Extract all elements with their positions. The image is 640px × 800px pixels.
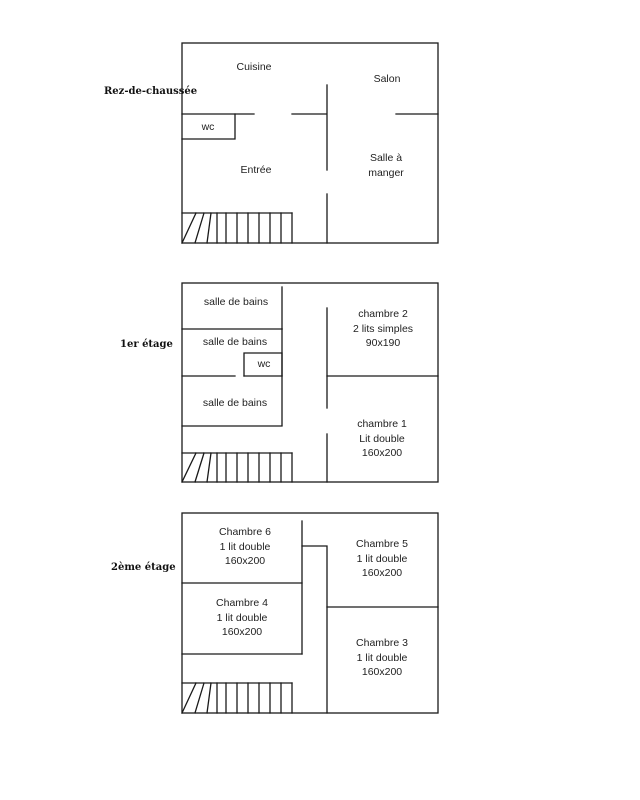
room-name-line-2: manger <box>368 166 404 179</box>
room-name: salle de bains <box>202 336 268 348</box>
room-name: salle de bains <box>203 296 269 308</box>
room-bedroom-6: Chambre 6 1 lit double 160x200 <box>219 525 271 569</box>
room-name: Chambre 6 <box>219 526 271 538</box>
wc-box <box>181 113 236 140</box>
room-living: Salon <box>374 72 401 87</box>
second-floor-outline <box>181 512 439 714</box>
floor-label-ground: Rez-de-chaussée <box>104 86 198 97</box>
room-bed-size: 90x190 <box>365 337 401 349</box>
first-floor-stairs <box>181 452 293 483</box>
room-name-line-1: Salle à <box>369 152 403 164</box>
room-bathroom-1: salle de bains <box>204 295 268 310</box>
floor-label-first: 1er étage <box>120 339 173 350</box>
room-name: Salon <box>373 73 401 85</box>
room-beds: 1 lit double <box>356 651 408 664</box>
ground-floor-stairs <box>181 212 293 244</box>
room-bed-size: 160x200 <box>224 555 266 567</box>
room-bed-size: 160x200 <box>361 447 403 459</box>
room-bed-size: 160x200 <box>221 626 263 638</box>
room-name: chambre 1 <box>357 418 407 430</box>
room-bedroom-3: Chambre 3 1 lit double 160x200 <box>356 636 408 680</box>
room-wc: wc <box>202 120 215 135</box>
room-name: salle de bains <box>202 397 268 409</box>
room-entrance: Entrée <box>241 163 272 178</box>
room-beds: 1 lit double <box>356 552 408 565</box>
room-beds: 1 lit double <box>219 540 271 553</box>
room-beds: Lit double <box>359 432 405 445</box>
room-bedroom-5: Chambre 5 1 lit double 160x200 <box>356 537 408 581</box>
room-name: Chambre 4 <box>216 597 268 609</box>
room-bedroom-2: chambre 2 2 lits simples 90x190 <box>353 307 413 351</box>
room-wc: wc <box>258 357 271 372</box>
room-name: Cuisine <box>236 61 272 73</box>
room-name: wc <box>257 358 271 370</box>
room-dining: Salle à manger <box>368 151 404 180</box>
ground-floor-walls <box>181 42 439 244</box>
second-floor-walls <box>181 512 439 714</box>
room-bedroom-1: chambre 1 Lit double 160x200 <box>357 417 407 461</box>
room-beds: 1 lit double <box>216 611 268 624</box>
room-name: chambre 2 <box>358 308 408 320</box>
room-kitchen: Cuisine <box>236 60 271 75</box>
room-name: Entrée <box>240 164 272 176</box>
first-floor-walls <box>181 282 439 483</box>
second-floor-stairs <box>181 682 293 714</box>
room-beds: 2 lits simples <box>352 322 414 335</box>
room-bathroom-3: salle de bains <box>203 396 267 411</box>
first-floor-outline <box>181 282 439 483</box>
ground-floor-outline <box>181 42 439 244</box>
room-bedroom-4: Chambre 4 1 lit double 160x200 <box>216 596 268 640</box>
room-name: Chambre 5 <box>356 538 408 550</box>
room-bathroom-2: salle de bains <box>203 335 267 350</box>
room-bed-size: 160x200 <box>361 666 403 678</box>
room-bed-size: 160x200 <box>361 567 403 579</box>
floor-label-second: 2ème étage <box>111 562 176 573</box>
room-name: wc <box>201 121 215 133</box>
room-name: Chambre 3 <box>356 637 408 649</box>
